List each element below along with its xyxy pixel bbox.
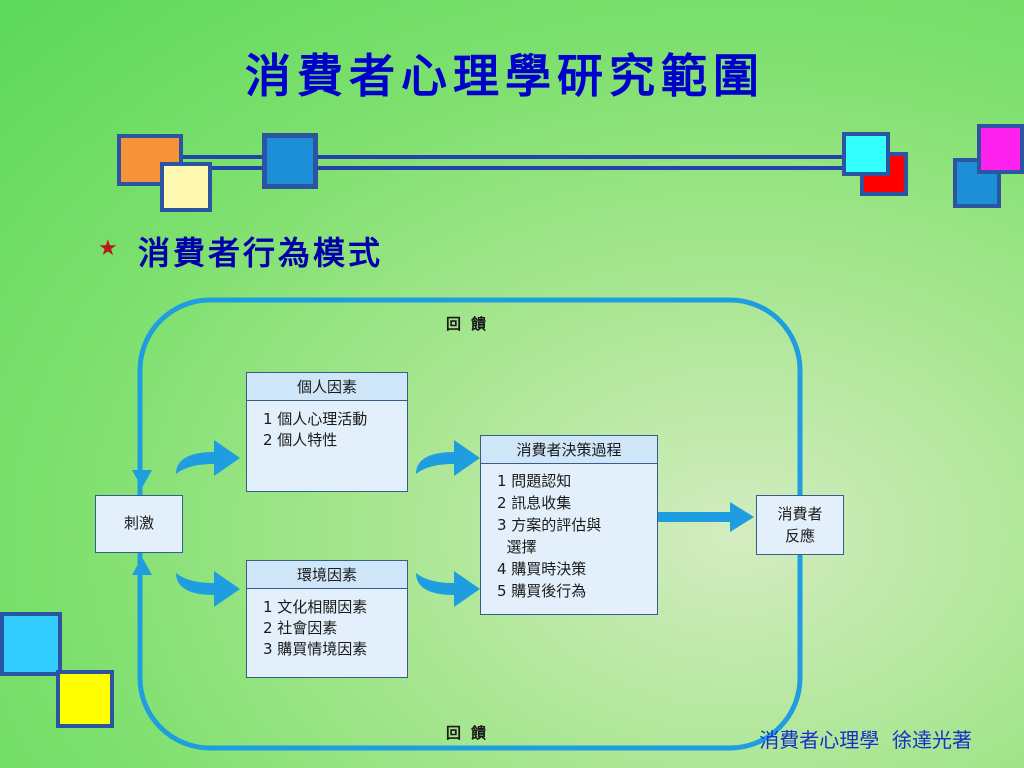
arrow-personal-to-decision (416, 440, 480, 476)
decision-process-box: 消費者決策過程 1 問題認知 2 訊息收集 3 方案的評估與 選擇 4 購買時決… (480, 435, 658, 615)
decision-step-item: 2 訊息收集 (497, 494, 572, 512)
decor-square-cyan-bottom (0, 612, 62, 676)
decor-square-magenta (977, 124, 1024, 174)
header-rule-top (160, 155, 860, 159)
arrow-environment-to-decision (416, 571, 480, 607)
response-label-line1: 消費者 (777, 505, 823, 523)
feedback-arrow-up (132, 557, 152, 575)
personal-factors-title: 個人因素 (247, 373, 407, 401)
decision-step-item: 1 問題認知 (497, 472, 572, 490)
arrow-decision-to-response (658, 502, 754, 532)
personal-factor-item: 1 個人心理活動 (263, 410, 368, 428)
feedback-label-bottom: 回饋 (446, 724, 497, 742)
page-title: 消費者心理學研究範圍 (245, 49, 765, 103)
environmental-factor-item: 1 文化相關因素 (263, 598, 368, 616)
arrow-stimulus-to-personal (176, 440, 240, 476)
decor-square-cyan (842, 132, 890, 176)
consumer-response-box: 消費者 反應 (756, 495, 844, 555)
stimulus-box: 刺激 (95, 495, 183, 553)
environmental-factor-item: 3 購買情境因素 (263, 640, 368, 658)
star-icon: ★ (98, 236, 118, 261)
stimulus-label: 刺激 (123, 514, 154, 532)
decision-step-item: 選擇 (497, 538, 537, 556)
decision-step-item: 4 購買時決策 (497, 560, 587, 578)
personal-factor-item: 2 個人特性 (263, 431, 338, 449)
footer-credit: 消費者心理學 徐達光著 (759, 728, 972, 752)
decor-square-blue (262, 133, 318, 189)
personal-factors-box: 個人因素 1 個人心理活動 2 個人特性 (246, 372, 408, 492)
decision-step-item: 3 方案的評估與 (497, 516, 602, 534)
feedback-label-top: 回饋 (446, 315, 497, 333)
feedback-loop-frame (137, 297, 803, 751)
decor-square-yellow-bottom (56, 670, 114, 728)
environmental-factor-item: 2 社會因素 (263, 619, 338, 637)
feedback-arrow-down (132, 470, 152, 488)
arrow-stimulus-to-environment (176, 571, 240, 607)
environmental-factors-box: 環境因素 1 文化相關因素 2 社會因素 3 購買情境因素 (246, 560, 408, 678)
section-subtitle: 消費者行為模式 (138, 234, 384, 272)
decision-process-title: 消費者決策過程 (481, 436, 657, 464)
response-label-line2: 反應 (784, 527, 815, 545)
environmental-factors-title: 環境因素 (247, 561, 407, 589)
decor-square-cream (160, 162, 212, 212)
header-rule-bottom (160, 166, 860, 170)
decision-step-item: 5 購買後行為 (497, 582, 587, 600)
